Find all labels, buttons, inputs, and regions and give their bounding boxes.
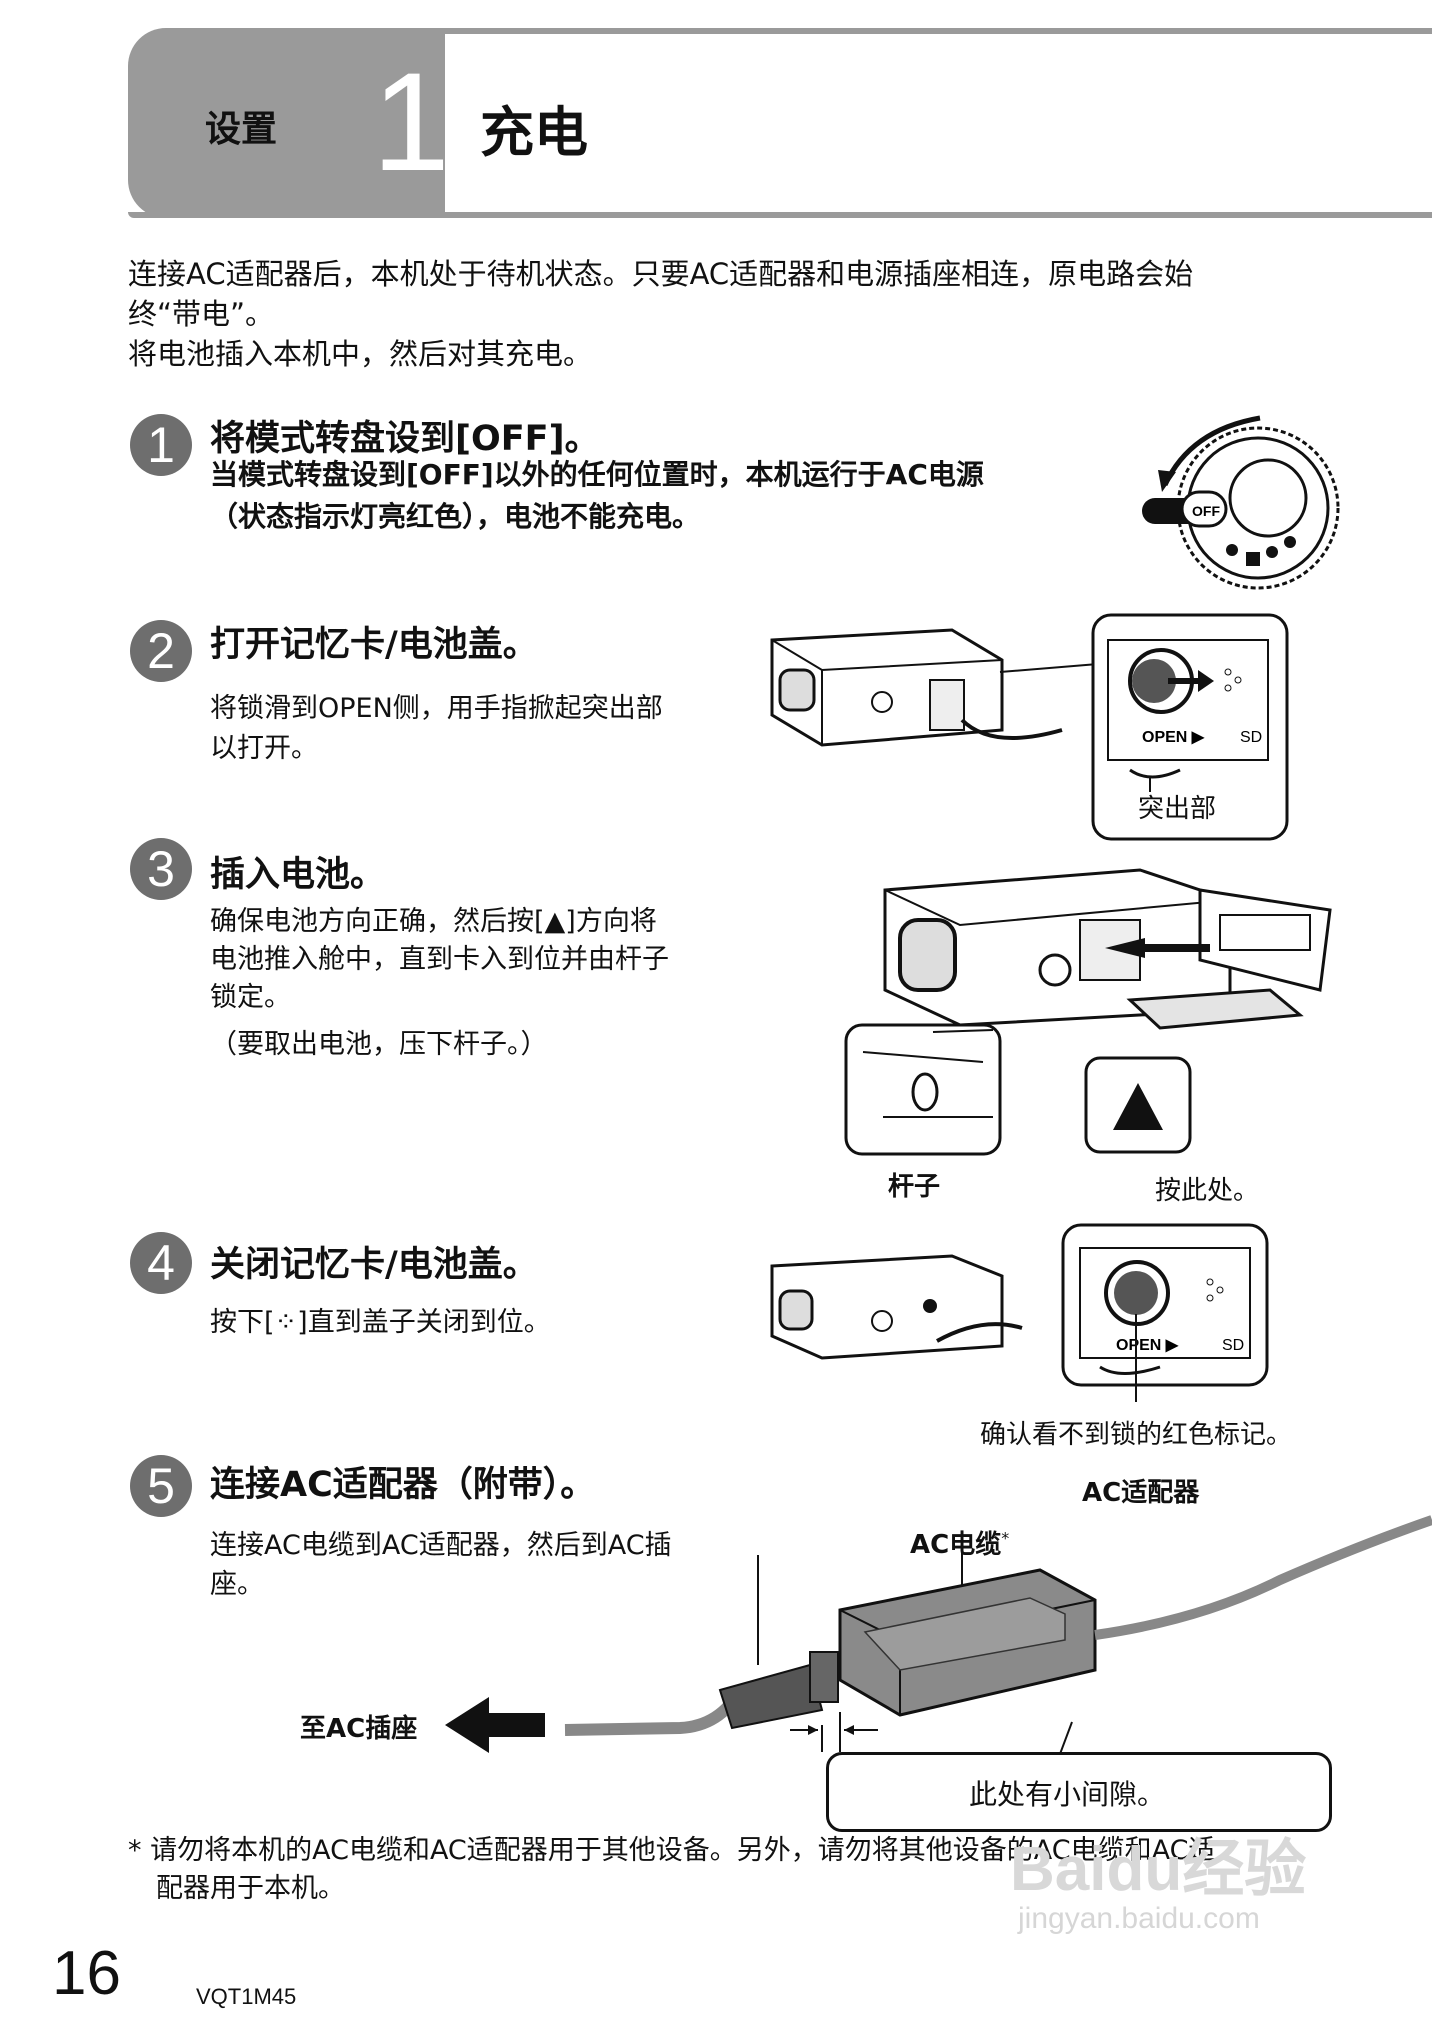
- protrusion-label: 突出部: [1138, 794, 1217, 824]
- step-4-text-1: 按下[⁘]直到盖子关闭到位。: [210, 1307, 551, 1338]
- lock-closeup-2: OPEN ▶ SD: [1091, 613, 1289, 841]
- to-outlet-label: 至AC插座: [300, 1714, 418, 1744]
- step-2-text-1: 将锁滑到OPEN侧，用手指掀起突出部: [210, 693, 663, 724]
- ac-adapter-label: AC适配器: [1082, 1478, 1200, 1508]
- ac-cable-asterisk: *: [1001, 1528, 1010, 1548]
- header-tab: [128, 28, 445, 218]
- press-here-label: 按此处。: [1155, 1176, 1260, 1206]
- footnote-text-1: 请勿将本机的AC电缆和AC适配器用于其他设备。另外，请勿将其他设备的AC电缆和A…: [150, 1835, 1216, 1866]
- footnote-line-2: 配器用于本机。: [156, 1873, 345, 1904]
- step-3-text-2: 电池推入舱中，直到卡入到位并由杆子: [210, 944, 669, 975]
- header-rule-top: [445, 28, 1432, 34]
- intro-line-1: 连接AC适配器后，本机处于待机状态。只要AC适配器和电源插座相连，原电路会始: [128, 257, 1194, 291]
- step-5-text-2: 座。: [210, 1569, 264, 1600]
- page-title: 充电: [480, 101, 588, 164]
- gap-callout-pointer: [1059, 1721, 1073, 1755]
- callout-line-2: [999, 663, 1099, 673]
- gap-callout-text: 此处有小间隙。: [969, 1778, 1166, 1811]
- lever-closeup: [844, 1023, 1002, 1156]
- step-1-title: 将模式转盘设到[OFF]。: [210, 419, 600, 459]
- lock-closeup-4: OPEN ▶ SD: [1061, 1223, 1269, 1402]
- baidu-watermark: Baidu经验: [1010, 1835, 1307, 1904]
- step-1-text-2: （状态指示灯亮红色），电池不能充电。: [210, 500, 701, 533]
- mode-dial-illustration: OFF: [1142, 415, 1340, 590]
- footnote: * 请勿将本机的AC电缆和AC适配器用于其他设备。另外，请勿将其他设备的AC电缆…: [128, 1832, 1328, 1908]
- battery-insert-illustration: [883, 868, 1332, 1030]
- baidu-watermark-url: jingyan.baidu.com: [1018, 1902, 1260, 1935]
- sd-label-2: SD: [1240, 729, 1262, 746]
- section-number: 1: [372, 43, 450, 200]
- open-label-2: OPEN ▶: [1142, 729, 1205, 746]
- page-number: 16: [52, 1939, 121, 2008]
- intro-line-2: 终“带电”。: [128, 297, 275, 331]
- step-3-text-3: 锁定。: [210, 982, 291, 1013]
- section-label: 设置: [205, 109, 278, 150]
- press-here-closeup: [1084, 1056, 1192, 1154]
- intro-line-3: 将电池插入本机中，然后对其充电。: [128, 337, 593, 371]
- camera-open-illustration: [770, 628, 1063, 747]
- step-5-text-1: 连接AC电缆到AC适配器，然后到AC插: [210, 1530, 672, 1561]
- step-2-title: 打开记忆卡/电池盖。: [210, 625, 538, 665]
- confirm-red-label: 确认看不到锁的红色标记。: [980, 1420, 1293, 1450]
- step-3-text-1: 确保电池方向正确，然后按[▲]方向将: [210, 906, 657, 937]
- camera-close-illustration: [770, 1254, 1023, 1360]
- step-4-number: 4: [130, 1232, 192, 1294]
- step-1-number: 1: [130, 414, 192, 476]
- step-1-text-1: 当模式转盘设到[OFF]以外的任何位置时，本机运行于AC电源: [210, 458, 984, 491]
- footnote-line-1: * 请勿将本机的AC电缆和AC适配器用于其他设备。另外，请勿将其他设备的AC电缆…: [128, 1832, 1328, 1870]
- ac-cable-label: AC电缆*: [910, 1524, 1009, 1561]
- step-3-text-4: （要取出电池，压下杆子。）: [210, 1029, 548, 1060]
- step-5-title: 连接AC适配器（附带）。: [210, 1465, 596, 1505]
- open-label-4: OPEN ▶: [1116, 1337, 1179, 1354]
- step-2-text-2: 以打开。: [210, 733, 318, 764]
- ac-adapter-illustration: [564, 1515, 1432, 1752]
- ac-cable-text: AC电缆: [910, 1530, 1002, 1560]
- sd-label-4: SD: [1222, 1337, 1244, 1354]
- header-rule-bottom: [128, 212, 1432, 218]
- step-3-number: 3: [130, 838, 192, 900]
- step-5-number: 5: [130, 1455, 192, 1517]
- doc-code: VQT1M45: [196, 1984, 297, 2009]
- lever-label: 杆子: [888, 1172, 941, 1202]
- step-3-title: 插入电池。: [210, 855, 386, 895]
- gap-callout-box: 此处有小间隙。: [826, 1752, 1332, 1832]
- intro-text: 连接AC适配器后，本机处于待机状态。只要AC适配器和电源插座相连，原电路会始 终…: [128, 254, 1328, 374]
- step-4-title: 关闭记忆卡/电池盖。: [210, 1245, 538, 1285]
- dial-off-label: OFF: [1192, 503, 1220, 519]
- step-2-number: 2: [130, 620, 192, 682]
- to-outlet-arrow: [445, 1697, 545, 1753]
- footnote-asterisk: *: [128, 1835, 142, 1866]
